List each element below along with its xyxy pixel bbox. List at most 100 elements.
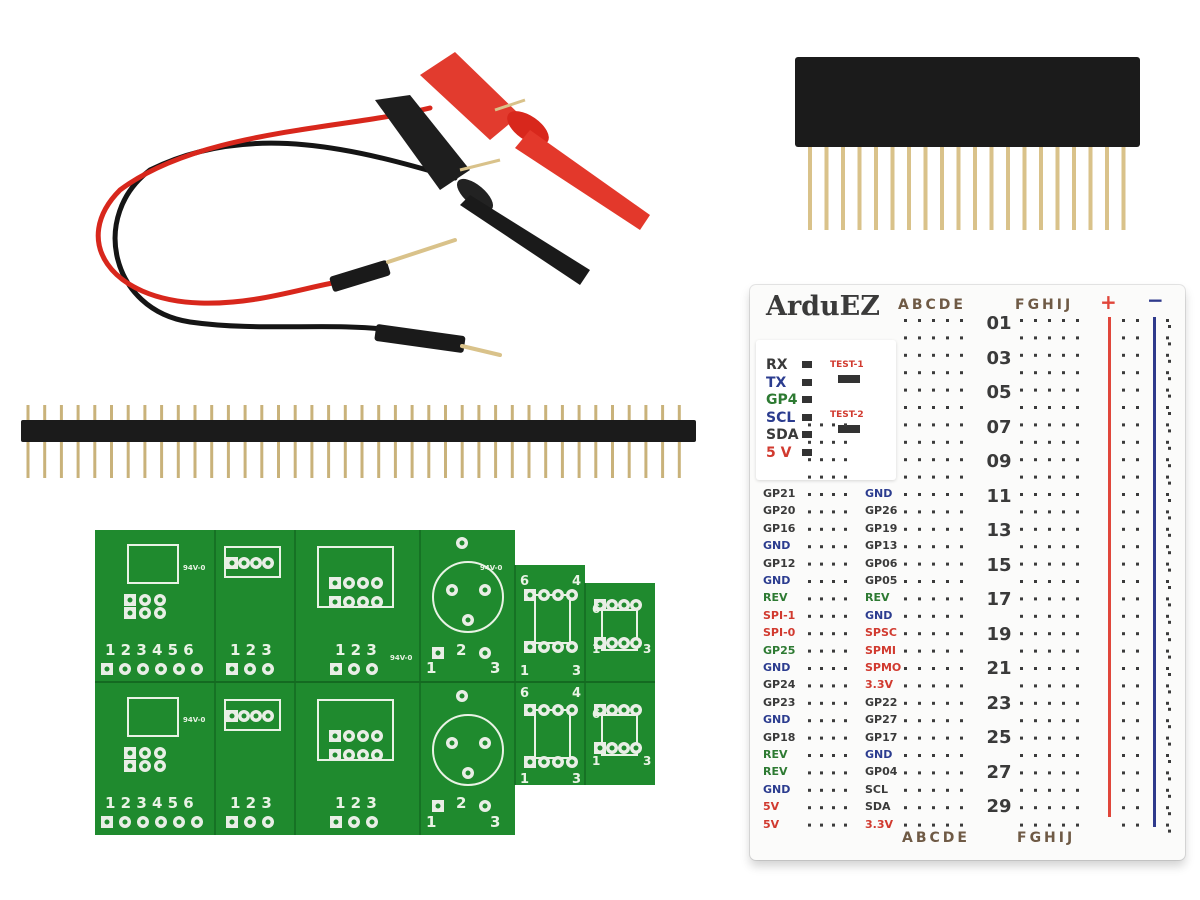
row-number: 05 bbox=[986, 382, 1012, 403]
breadboard-hole bbox=[1062, 440, 1065, 444]
breadboard-hole bbox=[1136, 806, 1139, 810]
breadboard-hole bbox=[918, 440, 921, 444]
breadboard-hole bbox=[1062, 353, 1065, 357]
breadboard-hole bbox=[1020, 649, 1023, 653]
breadboard-hole bbox=[844, 527, 847, 531]
breadboard-hole bbox=[904, 371, 907, 375]
test-1-pad bbox=[838, 375, 860, 383]
breadboard-hole bbox=[1166, 388, 1169, 392]
pcb-pad-hole bbox=[265, 819, 271, 825]
breadboard-hole bbox=[1020, 371, 1023, 375]
breadboard-hole bbox=[918, 823, 921, 827]
pcb-pad-hole bbox=[346, 752, 352, 758]
pcb-pad-hole bbox=[609, 745, 615, 751]
pcb-pad-hole bbox=[253, 560, 259, 566]
pin-label-right: 3.3V bbox=[865, 817, 893, 831]
breadboard-hole bbox=[1168, 638, 1171, 642]
breadboard-hole bbox=[904, 736, 907, 740]
breadboard-hole bbox=[1034, 771, 1037, 775]
pcb-pad-hole bbox=[527, 707, 533, 713]
breadboard-hole bbox=[1122, 510, 1125, 514]
breadboard-hole bbox=[918, 667, 921, 670]
pcb-rating: 94V-0 bbox=[390, 654, 413, 662]
breadboard-hole bbox=[918, 527, 921, 531]
pcb-label-123: 1 2 3 bbox=[230, 641, 272, 659]
breadboard-hole bbox=[832, 493, 835, 496]
breadboard-hole bbox=[960, 667, 963, 670]
test-1-label: TEST-1 bbox=[830, 360, 864, 370]
pcb-label-123456: 1 2 3 4 5 6 bbox=[105, 641, 194, 659]
breadboard-hole bbox=[1048, 493, 1051, 496]
breadboard-hole bbox=[932, 510, 935, 514]
breadboard-hole bbox=[1034, 527, 1037, 531]
breadboard-hole bbox=[960, 475, 963, 479]
pcb-pad-hole bbox=[555, 759, 561, 765]
breadboard-hole bbox=[932, 336, 935, 340]
pin-label-left: GP18 bbox=[763, 730, 796, 744]
breadboard-hole bbox=[932, 632, 935, 636]
breadboard-hole bbox=[1034, 806, 1037, 810]
breadboard-hole bbox=[1136, 336, 1139, 340]
breadboard-hole bbox=[1168, 707, 1171, 711]
breadboard-hole bbox=[1122, 788, 1125, 792]
breadboard-hole bbox=[820, 527, 823, 531]
pin-label-right: SPSC bbox=[865, 626, 897, 640]
breadboard-hole bbox=[1048, 597, 1051, 601]
breadboard-hole bbox=[1048, 458, 1051, 462]
breadboard-hole bbox=[1034, 406, 1037, 409]
breadboard-hole bbox=[1122, 667, 1125, 670]
breadboard-hole bbox=[820, 701, 823, 705]
test-2-pad bbox=[838, 425, 860, 433]
breadboard-hole bbox=[932, 788, 935, 792]
pcb-adapter-panel: 1 2 3 4 5 6 1 2 3 4 5 6 1 2 3 1 2 3 1 2 … bbox=[95, 530, 655, 835]
breadboard-hole bbox=[904, 597, 907, 601]
pcb-pad-hole bbox=[555, 592, 561, 598]
breadboard-hole bbox=[960, 545, 963, 549]
column-letters-left: ABCDE bbox=[898, 297, 966, 313]
pcb-pad-hole bbox=[374, 752, 380, 758]
breadboard-hole bbox=[1020, 632, 1023, 636]
pin-label-right: GP17 bbox=[865, 730, 898, 744]
signal-pad bbox=[802, 361, 812, 368]
breadboard-hole bbox=[1020, 736, 1023, 740]
breadboard-hole bbox=[932, 371, 935, 375]
breadboard-hole bbox=[904, 388, 907, 392]
pcb-pad-hole bbox=[265, 560, 271, 566]
breadboard-hole bbox=[1048, 580, 1051, 583]
breadboard-hole bbox=[904, 632, 907, 636]
breadboard-hole bbox=[1034, 684, 1037, 688]
pcb-pad-hole bbox=[346, 580, 352, 586]
breadboard-hole bbox=[932, 353, 935, 357]
test-2-label: TEST-2 bbox=[830, 410, 864, 420]
breadboard-hole bbox=[1122, 388, 1125, 392]
breadboard-hole bbox=[960, 754, 963, 757]
breadboard-hole bbox=[904, 440, 907, 444]
breadboard-hole bbox=[1168, 794, 1171, 798]
pcb-label-6: 6 bbox=[520, 574, 529, 589]
breadboard-hole bbox=[1166, 353, 1169, 357]
pcb-pad-hole bbox=[633, 640, 639, 646]
breadboard-hole bbox=[1076, 632, 1079, 636]
breadboard-hole bbox=[918, 701, 921, 705]
breadboard-hole bbox=[960, 406, 963, 409]
breadboard-hole bbox=[1048, 719, 1051, 723]
black-pin-connector bbox=[374, 324, 502, 357]
breadboard-hole bbox=[1034, 545, 1037, 549]
breadboard-hole bbox=[932, 684, 935, 688]
breadboard-hole bbox=[1020, 458, 1023, 462]
breadboard-hole bbox=[1020, 823, 1023, 827]
breadboard-hole bbox=[1166, 823, 1169, 827]
breadboard-hole bbox=[946, 701, 949, 705]
pcb-pad-hole bbox=[142, 610, 148, 616]
pcb-pad-hole bbox=[140, 819, 146, 825]
breadboard-hole bbox=[1168, 325, 1171, 328]
breadboard-hole bbox=[1166, 754, 1169, 757]
breadboard-hole bbox=[1034, 353, 1037, 357]
row-number: 23 bbox=[986, 692, 1012, 714]
breadboard-hole bbox=[1076, 510, 1079, 514]
breadboard-hole bbox=[904, 510, 907, 514]
breadboard-hole bbox=[1020, 388, 1023, 392]
breadboard-hole bbox=[904, 336, 907, 340]
breadboard-hole bbox=[1166, 510, 1169, 514]
breadboard-hole bbox=[1020, 475, 1023, 479]
